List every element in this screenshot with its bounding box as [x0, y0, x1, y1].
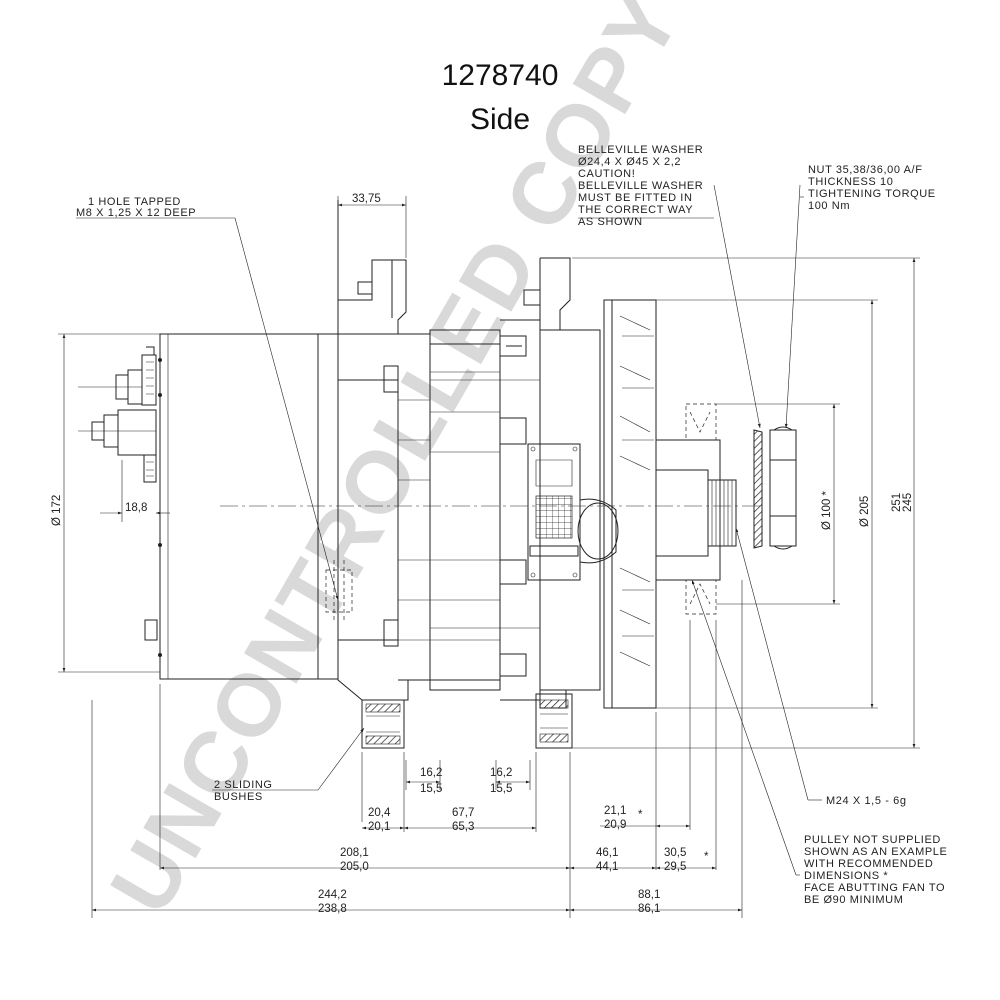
pulley-note-1: PULLEY NOT SUPPLIED [804, 834, 941, 846]
dim-30-5: 30,5 [664, 847, 686, 859]
dim-dia-172: Ø 172 [51, 495, 63, 526]
nut-note-2: THICKNESS 10 [808, 176, 893, 188]
terminal-studs [78, 346, 158, 641]
dim-67-7: 67,7 [452, 807, 474, 819]
dim-208-1: 208,1 [340, 847, 369, 859]
dim-16-2-a: 16,2 [420, 767, 442, 779]
nut-note-4: 100 Nm [808, 200, 850, 212]
dim-88-1: 88,1 [638, 889, 660, 901]
dim-20-9: 20,9 [604, 819, 626, 831]
shaft-assembly [656, 403, 797, 615]
cooling-fan [603, 299, 657, 709]
view-subtitle: Side [469, 103, 531, 136]
dim-20-1: 20,1 [368, 821, 390, 833]
pulley-note-2: SHOWN AS AN EXAMPLE [804, 846, 947, 858]
dim-21-1: 21,1 [604, 805, 626, 817]
dim-65-3: 65,3 [452, 821, 474, 833]
thread-note: M24 X 1,5 - 6g [826, 795, 907, 807]
pulley-note-4: DIMENSIONS * [804, 870, 888, 882]
hole-note-1: 1 HOLE TAPPED [88, 196, 181, 208]
dim-20-4: 20,4 [368, 807, 391, 819]
washer-note-6: THE CORRECT WAY [578, 204, 693, 216]
pulley-note-5: FACE ABUTTING FAN TO [804, 882, 945, 894]
belleville-washer [753, 429, 763, 549]
dim-21-star: * [638, 809, 643, 821]
sliding-bushes [361, 693, 573, 749]
pulley-note-6: BE Ø90 MINIMUM [804, 894, 903, 906]
bushes-note-2: BUSHES [214, 791, 263, 803]
stator [429, 329, 540, 691]
shaft-nut [769, 426, 797, 550]
nut-note-3: TIGHTENING TORQUE [808, 188, 936, 200]
dim-height-251: 251 [891, 493, 903, 512]
dim-15-5-a: 15,5 [420, 783, 442, 795]
washer-note-3: CAUTION! [578, 168, 635, 180]
dim-16-2-b: 16,2 [490, 767, 512, 779]
part-number-title: 1278740 [441, 59, 559, 92]
pulley [685, 403, 717, 615]
alternator-body [78, 200, 797, 749]
dimension-lines [58, 184, 920, 918]
nut-note-1: NUT 35,38/36,00 A/F [808, 164, 923, 176]
dim-46-1: 46,1 [596, 847, 618, 859]
washer-note-7: AS SHOWN [578, 216, 643, 228]
drive-end-bracket [500, 257, 619, 709]
dim-30-star: * [704, 851, 709, 863]
dim-29-5: 29,5 [664, 861, 686, 873]
rating-plate [527, 443, 581, 581]
capacitor [577, 498, 619, 564]
dim-top-width: 33,75 [352, 193, 381, 205]
bushes-note-1: 2 SLIDING [214, 779, 273, 791]
washer-note-5: MUST BE FITTED IN [578, 192, 693, 204]
dim-offset-18-8: 18,8 [125, 502, 147, 514]
washer-note-4: BELLEVILLE WASHER [578, 180, 703, 192]
dim-dia-100: Ø 100 * [821, 490, 833, 530]
washer-note-1: BELLEVILLE WASHER [578, 144, 703, 156]
dim-244-2: 244,2 [318, 889, 347, 901]
dim-44-1: 44,1 [596, 861, 618, 873]
annotations: 1 HOLE TAPPED M8 X 1,25 X 12 DEEP BELLEV… [51, 144, 947, 915]
dim-height-245: 245 [902, 493, 914, 512]
watermark-text: UNCONTROLLED COPY [91, 0, 700, 929]
dim-238-8: 238,8 [318, 903, 347, 915]
dim-86-1: 86,1 [638, 903, 660, 915]
washer-note-2: Ø24,4 X Ø45 X 2,2 [578, 156, 681, 168]
pulley-note-3: WITH RECOMMENDED [804, 858, 933, 870]
hole-note-2: M8 X 1,25 X 12 DEEP [76, 207, 196, 219]
dim-15-5-b: 15,5 [490, 783, 512, 795]
dim-dia-205: Ø 205 [859, 496, 871, 527]
dim-205-0: 205,0 [340, 861, 369, 873]
